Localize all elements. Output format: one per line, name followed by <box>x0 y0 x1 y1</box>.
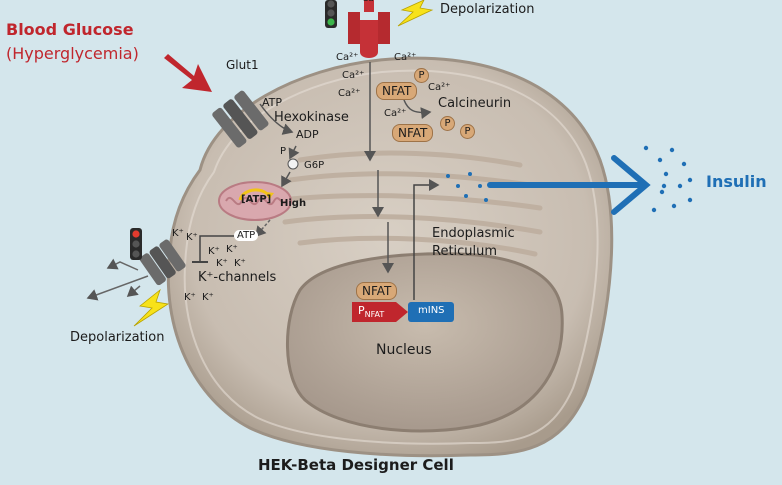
nfat-badge: NFAT <box>376 82 418 100</box>
secreted-insulin-icon <box>643 145 693 213</box>
promoter-shape <box>352 302 408 322</box>
calcium-ion: Ca²⁺ <box>384 108 407 119</box>
hexokinase-label: Hexokinase <box>274 110 349 125</box>
glut1-label: Glut1 <box>226 58 259 72</box>
k-ion: K⁺ <box>208 246 220 257</box>
nfat-badge: NFAT <box>392 124 434 142</box>
glucose-title: Blood Glucose <box>6 20 134 39</box>
k-ion: K⁺ <box>234 258 246 269</box>
mins-gene-shape <box>408 302 454 322</box>
lightning-icon <box>133 288 170 327</box>
calcium-channel-icon <box>348 0 390 58</box>
k-ion: K⁺ <box>202 292 214 303</box>
calcineurin-label: Calcineurin <box>438 96 512 111</box>
high-label: High <box>280 198 307 209</box>
insulin-granules-icon <box>446 172 488 202</box>
atp-mito-label: [ATP] <box>241 194 272 205</box>
k-ion: K⁺ <box>216 258 228 269</box>
phosphate-badge: P <box>414 68 429 83</box>
k-channel-icon <box>139 239 186 286</box>
endoplasmic-reticulum <box>279 150 543 257</box>
promoter-label: PNFAT <box>358 304 385 320</box>
k-ion: K⁺ <box>184 292 196 303</box>
adp-label: ADP <box>296 128 319 141</box>
calcium-ion: Ca²⁺ <box>336 52 359 63</box>
atp-label: ATP <box>262 96 283 109</box>
calcium-ion: Ca²⁺ <box>342 70 365 81</box>
traffic-light-icon <box>325 0 337 28</box>
mins-label: mINS <box>418 305 445 316</box>
calcium-ion: Ca²⁺ <box>394 52 417 63</box>
mitochondrion-icon <box>218 181 292 221</box>
glucose-arrow-icon <box>164 54 212 92</box>
er-label-line2: Reticulum <box>432 244 498 259</box>
er-label-line1: Endoplasmic <box>432 226 515 241</box>
g6p-label: G6P <box>304 160 325 171</box>
depolarization-bottom-label: Depolarization <box>70 330 165 345</box>
traffic-light-icon <box>130 228 142 260</box>
k-ion: K⁺ <box>226 244 238 255</box>
k-channels-label: K⁺-channels <box>198 270 277 285</box>
phosphate-label: P <box>280 146 287 157</box>
phosphate-badge: P <box>460 124 475 139</box>
lightning-icon <box>397 0 434 27</box>
calcium-ion: Ca²⁺ <box>362 0 382 4</box>
glut1-transporter-icon <box>212 90 269 148</box>
k-ion: K⁺ <box>172 228 184 239</box>
calcium-ion: Ca²⁺ <box>428 82 451 93</box>
nucleus-label: Nucleus <box>376 342 432 358</box>
atp-inhibitor-label: ATP <box>234 230 259 241</box>
depolarization-top-label: Depolarization <box>440 2 535 17</box>
k-ion: K⁺ <box>186 232 198 243</box>
insulin-arrow-icon <box>487 155 651 215</box>
calcium-ion: Ca²⁺ <box>338 88 361 99</box>
nfat-badge: NFAT <box>356 282 398 300</box>
phosphate-badge: P <box>440 116 455 131</box>
nucleus <box>286 252 564 433</box>
insulin-label: Insulin <box>706 172 767 191</box>
footer-title: HEK-Beta Designer Cell <box>258 456 454 474</box>
glucose-subtitle: (Hyperglycemia) <box>6 44 139 63</box>
